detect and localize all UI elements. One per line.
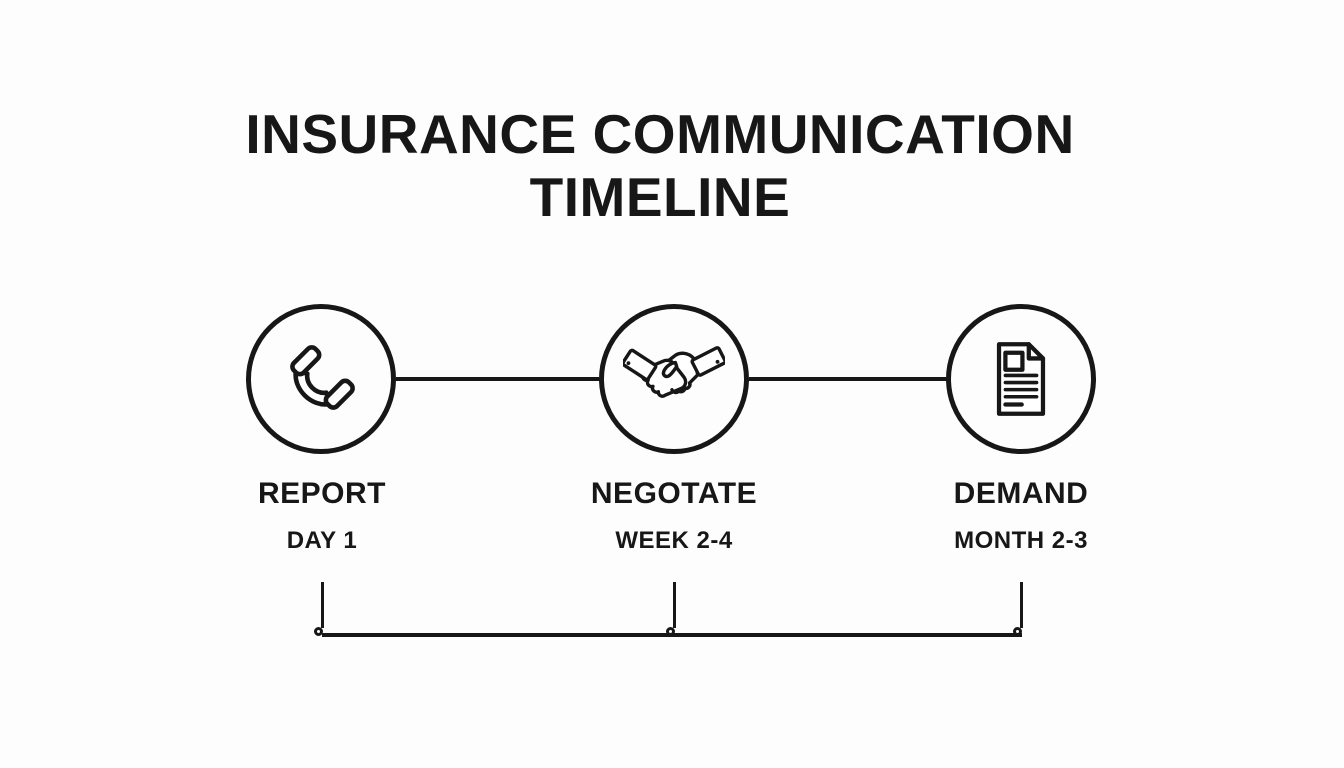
connector-negotiate-demand (749, 377, 946, 381)
timeline-stem-report (321, 582, 324, 628)
timeline-stem-demand (1020, 582, 1023, 628)
stage-circle-report (246, 304, 396, 454)
timeline-node-negotiate (666, 627, 675, 636)
stage-time-report: DAY 1 (286, 527, 358, 554)
phone-icon (290, 345, 355, 410)
timeline-stem-negotiate (673, 582, 676, 628)
page-title-line2: TIMELINE (529, 166, 791, 228)
document-icon (996, 342, 1046, 416)
timeline-node-demand (1013, 627, 1022, 636)
page-title: INSURANCE COMMUNICATION TIMELINE (160, 103, 1160, 229)
handshake-icon (623, 345, 725, 398)
stage-time-negotiate: WEEK 2-4 (615, 527, 733, 554)
timeline-node-report (314, 627, 323, 636)
stage-name-demand: DEMAND (953, 477, 1089, 510)
stage-circle-demand (946, 304, 1096, 454)
connector-report-negotiate (396, 377, 599, 381)
page-title-line1: INSURANCE COMMUNICATION (245, 103, 1075, 165)
stage-circle-negotiate (599, 304, 749, 454)
stage-time-demand: MONTH 2-3 (954, 527, 1088, 554)
stage-name-negotiate: NEGOTATE (590, 477, 758, 510)
stage-name-report: REPORT (257, 477, 386, 510)
